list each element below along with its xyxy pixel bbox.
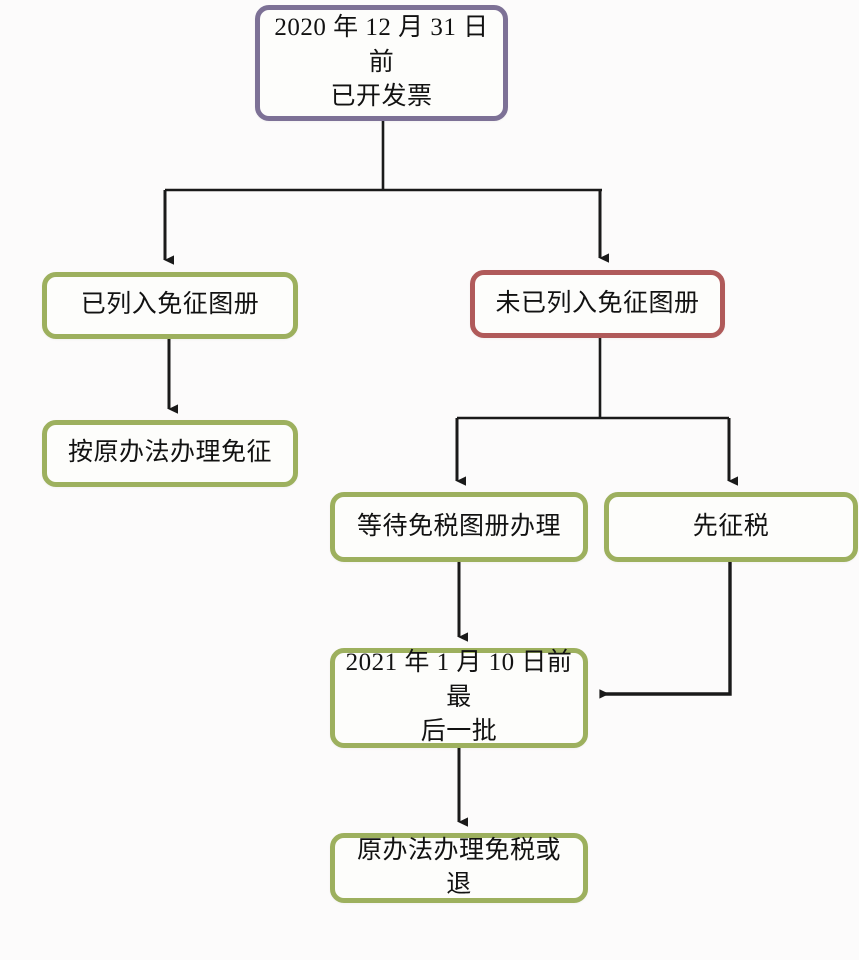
node-invoice-before-2020-label: 2020 年 12 月 31 日前 已开发票 <box>274 14 489 111</box>
node-original-method-exempt[interactable]: 按原办法办理免征 <box>42 420 298 487</box>
node-not-listed-exempt[interactable]: 未已列入免征图册 <box>470 270 725 338</box>
node-original-refund-label: 原办法办理免税或退 <box>356 836 561 899</box>
node-invoice-before-2020[interactable]: 2020 年 12 月 31 日前 已开发票 <box>255 5 508 121</box>
edge-invoice-split <box>163 121 610 265</box>
node-tax-first[interactable]: 先征税 <box>604 492 858 562</box>
edge-taxfirst-to-lastbatch <box>599 562 732 699</box>
node-tax-first-label: 先征税 <box>692 512 770 540</box>
node-not-listed-exempt-label: 未已列入免征图册 <box>495 289 700 317</box>
node-last-batch-2021[interactable]: 2021 年 1 月 10 日前最 后一批 <box>330 648 588 748</box>
node-wait-exempt-catalog[interactable]: 等待免税图册办理 <box>330 492 588 562</box>
node-listed-exempt-label: 已列入免征图册 <box>80 291 260 319</box>
node-wait-exempt-catalog-label: 等待免税图册办理 <box>356 512 561 540</box>
node-original-refund[interactable]: 原办法办理免税或退 <box>330 833 588 903</box>
node-original-method-exempt-label: 按原办法办理免征 <box>67 439 272 467</box>
edge-notlisted-split <box>455 338 739 486</box>
node-last-batch-2021-label: 2021 年 1 月 10 日前最 后一批 <box>345 649 573 746</box>
node-listed-exempt[interactable]: 已列入免征图册 <box>42 272 298 339</box>
